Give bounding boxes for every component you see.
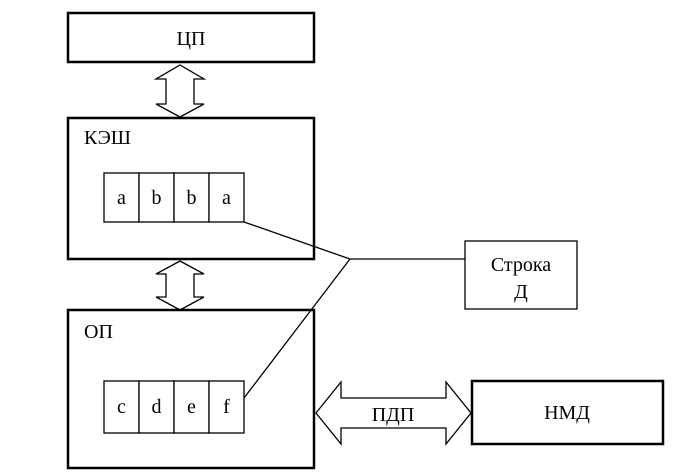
cache-line: a b b a: [103, 172, 245, 223]
cache-label: КЭШ: [84, 127, 131, 149]
cache-cell: [208, 172, 245, 223]
ram-cell: [103, 380, 140, 434]
line-d-box: Строка Д: [464, 240, 578, 310]
ram-cell: [208, 380, 245, 434]
cache-ram-bus-arrow: [155, 260, 205, 311]
dma-label: ПДП: [372, 404, 415, 426]
ram-cell-value: d: [152, 396, 162, 418]
ram-cell-value: e: [187, 396, 196, 418]
ram-cell: [138, 380, 175, 434]
dma-arrow: ПДП: [315, 380, 472, 446]
disk-label: НМД: [544, 402, 590, 424]
cache-cell: [173, 172, 210, 223]
line-d-connectors: [243, 221, 465, 399]
ram-cell-value: f: [223, 396, 230, 418]
ram-line: c d e f: [103, 380, 245, 434]
ram-cell: [173, 380, 210, 434]
line-d-label-line2: Д: [514, 281, 528, 303]
ram-cell-value: c: [117, 396, 126, 418]
cache-cell: [103, 172, 140, 223]
cpu-label: ЦП: [177, 28, 206, 50]
cache-cell-value: b: [187, 187, 197, 209]
cpu-cache-bus-arrow: [153, 64, 207, 118]
cache-block: КЭШ a b b a: [66, 116, 316, 261]
ram-line-connector: [243, 258, 351, 399]
ram-label: ОП: [84, 321, 113, 343]
cache-cell-value: b: [152, 187, 162, 209]
cpu-block: ЦП: [66, 11, 316, 64]
disk-block: НМД: [470, 379, 665, 446]
line-d-label-line1: Строка: [491, 254, 551, 276]
cache-cell-value: a: [222, 187, 231, 209]
cache-cell-value: a: [117, 187, 126, 209]
ram-block: ОП c d e f: [66, 308, 316, 470]
cache-line-connector: [243, 221, 351, 260]
